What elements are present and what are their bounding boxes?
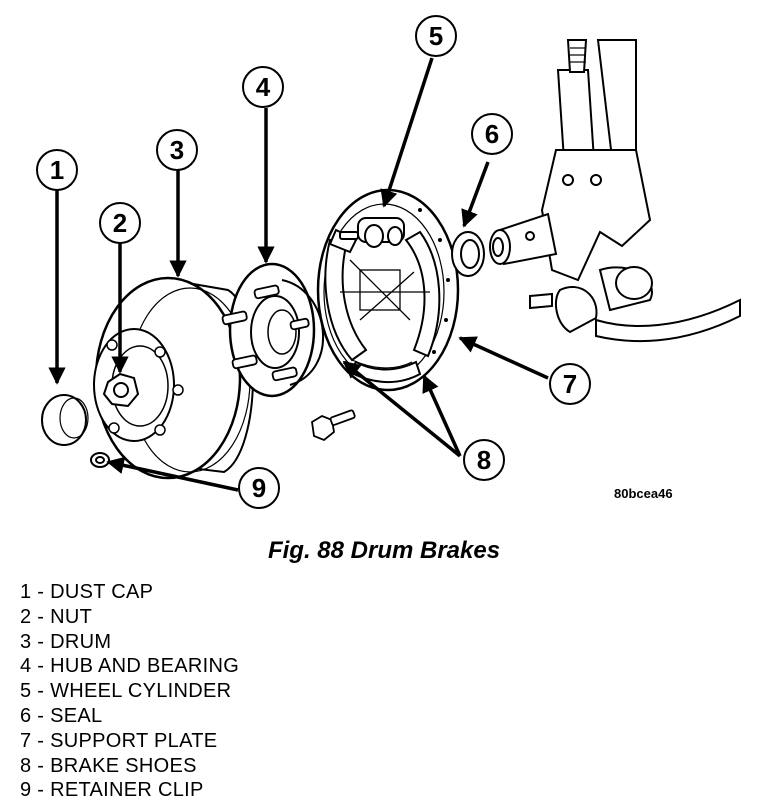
legend-item-seal: 6 - SEAL: [20, 704, 103, 727]
legend-item-drum: 3 - DRUM: [20, 630, 112, 653]
brake-shoes-part: [324, 228, 441, 384]
callout-3: 3: [156, 129, 198, 171]
callout-2: 2: [99, 202, 141, 244]
legend-item-nut: 2 - NUT: [20, 605, 93, 628]
callout-8-number: 8: [477, 445, 491, 475]
nut-part: [102, 372, 140, 408]
seal-part: [451, 231, 485, 277]
arrow-support-plate: [458, 336, 549, 380]
arrow-brake-shoes-left: [342, 360, 462, 458]
drum-brake-exploded-diagram: 1 2 3 4 5 6 7 8: [36, 15, 741, 509]
arrow-retainer-clip: [106, 456, 239, 492]
callout-4-number: 4: [256, 72, 271, 102]
arrow-seal: [461, 161, 490, 228]
callout-7-number: 7: [563, 369, 577, 399]
bolt-part: [311, 409, 356, 442]
legend-item-hub-and-bearing: 4 - HUB AND BEARING: [20, 655, 240, 678]
hub-and-bearing-part: [221, 262, 324, 398]
callout-bubbles: 1 2 3 4 5 6 7 8: [36, 15, 591, 509]
callout-2-number: 2: [113, 208, 127, 238]
figure-code: 80bcea46: [614, 486, 673, 501]
arrow-wheel-cylinder: [380, 57, 434, 208]
legend-item-dust-cap: 1 - DUST CAP: [20, 581, 154, 603]
callout-1-number: 1: [50, 155, 64, 185]
callout-5: 5: [415, 15, 457, 57]
callout-9: 9: [238, 467, 280, 509]
callout-6: 6: [471, 113, 513, 155]
figure-title: Fig. 88 Drum Brakes: [267, 537, 501, 564]
dust-cap-part: [41, 394, 89, 446]
legend-item-brake-shoes: 8 - BRAKE SHOES: [20, 754, 197, 777]
callout-1: 1: [36, 149, 78, 191]
callout-5-number: 5: [429, 21, 443, 51]
arrow-brake-shoes-right: [422, 374, 462, 457]
callout-9-number: 9: [252, 473, 266, 503]
callout-4: 4: [242, 66, 284, 108]
legend-item-retainer-clip: 9 - RETAINER CLIP: [20, 779, 204, 802]
callout-7: 7: [549, 363, 591, 405]
knuckle-spindle-assembly: [489, 39, 741, 343]
callout-8: 8: [463, 439, 505, 481]
retainer-clip-part: [90, 452, 110, 468]
leader-arrows: [48, 57, 549, 492]
callout-6-number: 6: [485, 119, 499, 149]
legend-item-support-plate: 7 - SUPPORT PLATE: [20, 729, 218, 752]
legend-item-wheel-cylinder: 5 - WHEEL CYLINDER: [20, 680, 232, 703]
callout-3-number: 3: [170, 135, 184, 165]
wheel-cylinder-part: [339, 217, 405, 248]
parts-legend: 1 - DUST CAP 2 - NUT 3 - DRUM 4 - HUB AN…: [20, 580, 239, 803]
